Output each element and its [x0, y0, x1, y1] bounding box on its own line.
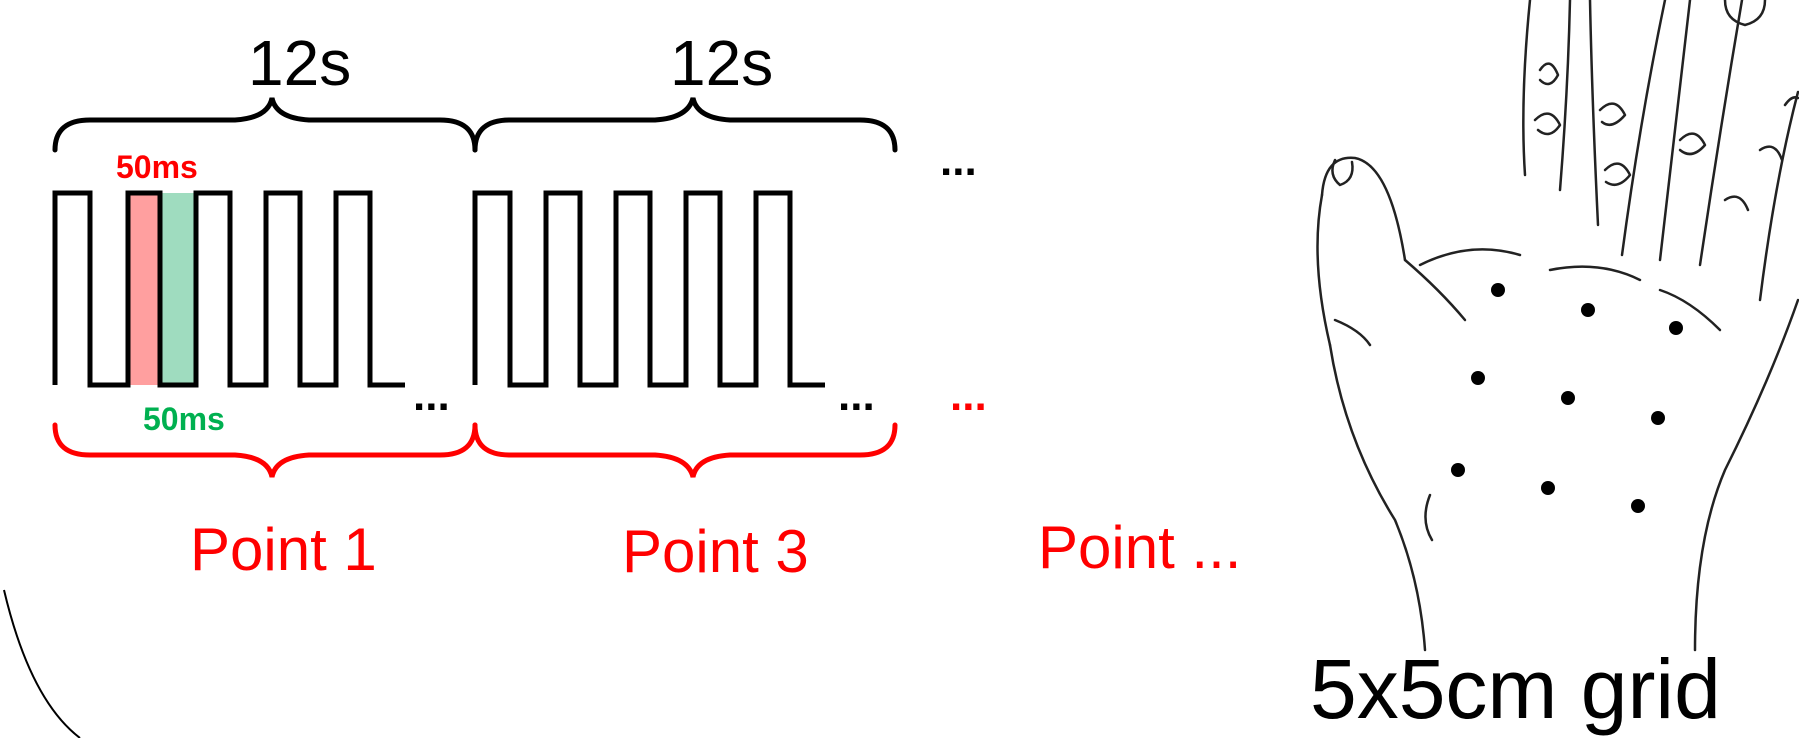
grid-point	[1669, 321, 1683, 335]
grid-caption: 5x5cm grid	[1310, 642, 1721, 736]
grid-point	[1541, 481, 1555, 495]
grid-point	[1631, 499, 1645, 513]
ellipsis-red: ...	[950, 371, 987, 420]
bottom-brace-1	[52, 422, 478, 478]
grid-point	[1491, 283, 1505, 297]
pulse-off-highlight	[160, 193, 196, 385]
bottom-brace-2	[472, 422, 898, 478]
point-label-2: Point 3	[622, 518, 809, 585]
point-label-more: Point ...	[1038, 514, 1241, 581]
grid-points	[1451, 283, 1683, 513]
ellipsis-train-2: ...	[838, 371, 875, 420]
pulse-train-1	[52, 190, 405, 388]
top-brace-2	[472, 97, 898, 153]
grid-point	[1451, 463, 1465, 477]
grid-point	[1581, 303, 1595, 317]
background-arc	[3, 589, 81, 738]
ellipsis-top: ...	[940, 136, 977, 185]
pulse-train-2	[472, 190, 825, 388]
grid-point	[1561, 391, 1575, 405]
point-label-1: Point 1	[190, 516, 377, 583]
duration-label-1: 12s	[248, 27, 351, 99]
pulse-off-label: 50ms	[143, 401, 225, 437]
top-brace-1	[52, 97, 478, 153]
grid-point	[1471, 371, 1485, 385]
hand-drawing	[1316, 0, 1799, 652]
grid-point	[1651, 411, 1665, 425]
duration-label-2: 12s	[670, 27, 773, 99]
pulse-on-label: 50ms	[116, 149, 198, 185]
pulse-on-highlight	[128, 193, 160, 385]
ellipsis-train-1: ...	[413, 371, 450, 420]
